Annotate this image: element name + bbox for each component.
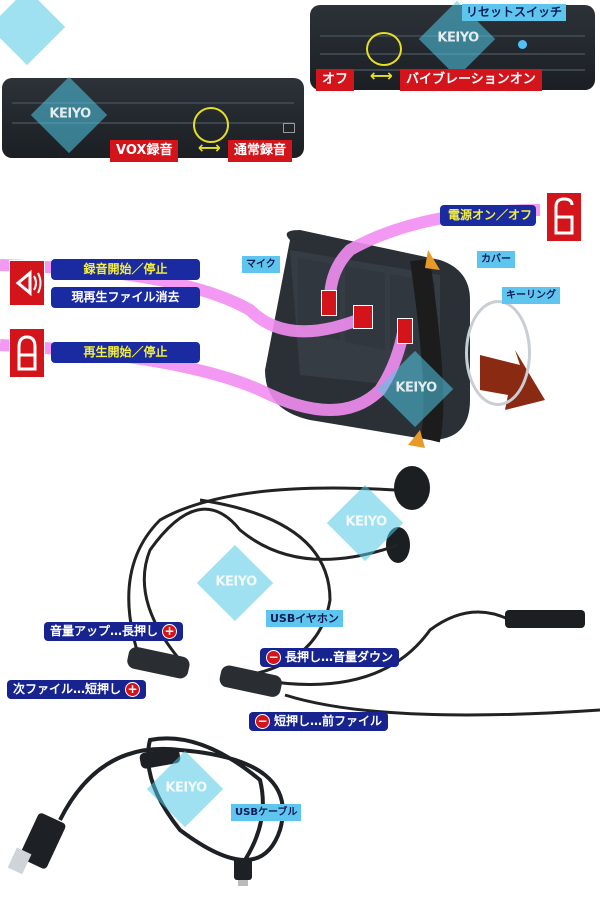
volume-up-label: 音量アップ…長押し + xyxy=(44,622,184,641)
play-button[interactable] xyxy=(397,318,413,344)
cover-label: カバー xyxy=(477,251,515,268)
usb-cable-illustration xyxy=(7,736,285,886)
reset-switch-button[interactable] xyxy=(518,40,527,49)
previous-file-label: − 短押し…前ファイル xyxy=(249,712,389,731)
normal-record-label: 通常録音 xyxy=(228,140,293,162)
record-start-stop-label: 録音開始／停止 xyxy=(51,259,200,280)
volume-down-label: − 長押し…音量ダウン xyxy=(260,648,400,667)
power-unlock-icon xyxy=(546,192,582,242)
speaker-icon xyxy=(9,260,45,306)
plus-icon: + xyxy=(162,624,178,639)
double-arrow-icon: ⟷ xyxy=(198,138,221,157)
key-ring xyxy=(465,300,531,406)
vibration-switch[interactable] xyxy=(366,32,402,66)
keiyo-watermark xyxy=(0,0,66,66)
reset-switch-label: リセットスイッチ xyxy=(462,4,567,21)
plus-icon: + xyxy=(125,682,141,697)
usb-earphone-label: USBイヤホン xyxy=(266,610,343,627)
play-lock-icon xyxy=(9,328,45,378)
minus-icon: − xyxy=(255,714,270,729)
delete-current-file-label: 現再生ファイル消去 xyxy=(51,287,200,308)
vox-record-label: VOX録音 xyxy=(110,140,179,162)
usb-port xyxy=(283,123,295,133)
next-file-label: 次ファイル…短押し + xyxy=(7,680,147,699)
usb-earphone-illustration xyxy=(127,466,600,717)
power-button[interactable] xyxy=(321,290,337,316)
power-on-off-label: 電源オン／オフ xyxy=(440,205,536,226)
record-button[interactable] xyxy=(353,305,373,329)
play-start-stop-label: 再生開始／停止 xyxy=(51,342,200,363)
vibration-off-label: オフ xyxy=(316,69,355,91)
key-ring-label: キーリング xyxy=(502,287,560,304)
double-arrow-icon: ⟷ xyxy=(370,66,393,85)
vibration-on-label: バイブレーションオン xyxy=(400,69,542,91)
record-mode-switch[interactable] xyxy=(193,107,229,143)
usb-cable-label: USBケーブル xyxy=(231,804,302,821)
minus-icon: − xyxy=(266,650,281,665)
mic-label: マイク xyxy=(242,256,280,273)
